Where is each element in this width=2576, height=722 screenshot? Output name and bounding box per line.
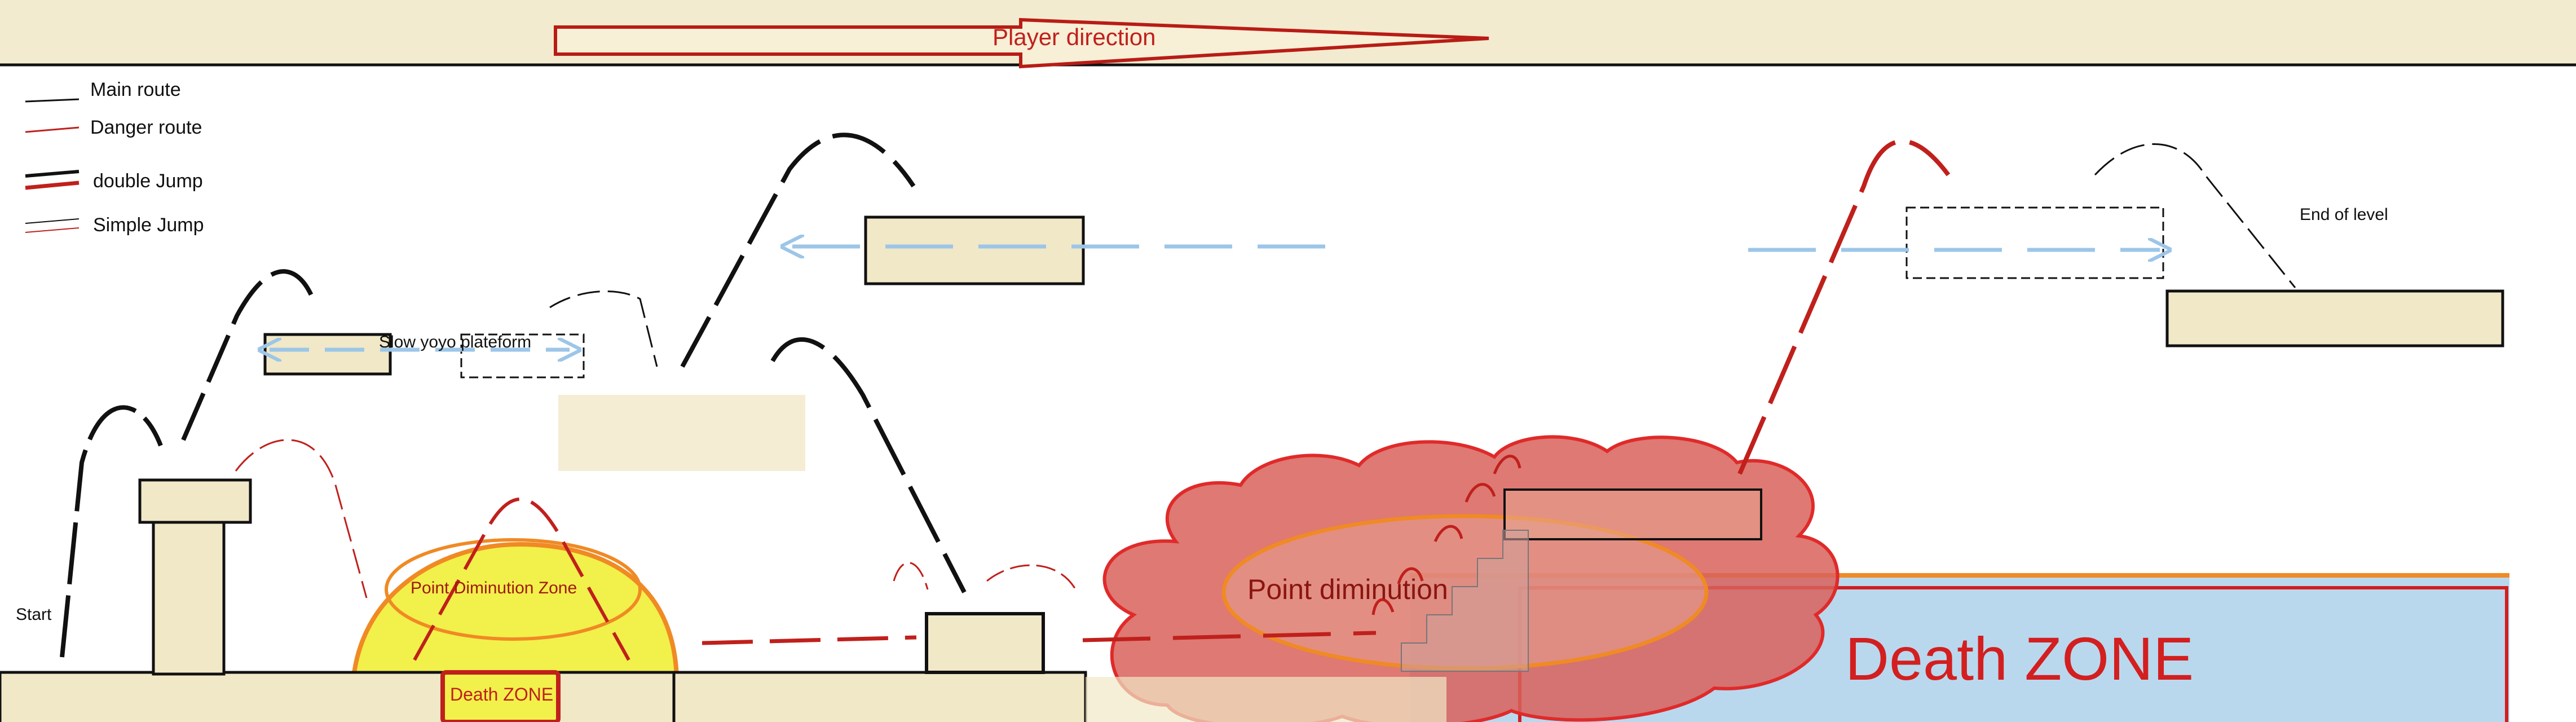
legend-danger-route-label: Danger route xyxy=(90,117,202,138)
player-direction-label: Player direction xyxy=(993,24,1156,50)
main-route-big-jump xyxy=(680,133,916,368)
danger-route-flat-2 xyxy=(1082,631,1377,642)
legend-danger-route-swatch xyxy=(25,126,80,133)
staircase xyxy=(1401,530,1529,672)
death-zone-large-label: Death ZONE xyxy=(1845,624,2194,693)
slow-yoyo-platform-label: Slow yoyo plateform xyxy=(379,333,532,351)
ground-right-edge xyxy=(1086,677,1446,722)
ground-left xyxy=(0,671,676,722)
legend-simple-jump-swatch-dark xyxy=(25,218,80,224)
main-route-simple-jump-1 xyxy=(549,290,658,367)
danger-route-yellow-jump xyxy=(413,498,630,661)
legend-double-jump-label: double Jump xyxy=(93,170,203,192)
cloud-platform xyxy=(1503,488,1762,540)
legend-simple-jump-label: Simple Jump xyxy=(93,214,204,236)
legend-simple-jump-swatch-red xyxy=(25,227,80,233)
legend-double-jump-swatch-dark xyxy=(25,170,80,178)
ground-block xyxy=(925,612,1045,674)
player-direction-arrow xyxy=(554,17,1489,69)
point-diminution-label: Point diminution xyxy=(1247,574,1448,605)
upper-moving-platform xyxy=(864,215,1085,285)
ground-middle xyxy=(672,671,1087,722)
main-route-end-jump xyxy=(2094,143,2296,288)
main-route-start-jump xyxy=(60,405,163,658)
start-label: Start xyxy=(16,605,52,624)
danger-route-pillar-jump xyxy=(235,439,368,598)
right-ghost-platform xyxy=(1905,206,2164,279)
danger-route-big-climb xyxy=(1737,139,1951,475)
death-zone-small-label: Death ZONE xyxy=(450,684,554,705)
danger-route-small-hops xyxy=(893,562,1078,593)
death-zone-small-box xyxy=(440,670,561,722)
point-diminution-zone-ellipse xyxy=(385,538,642,641)
main-route-double-jump-1 xyxy=(181,269,315,441)
end-platform xyxy=(2165,289,2504,347)
pillar-column xyxy=(152,508,226,676)
end-of-level-label: End of level xyxy=(2300,205,2388,224)
main-route-descent xyxy=(770,337,967,593)
yoyo-platform-ghost xyxy=(460,333,585,378)
legend-main-route-label: Main route xyxy=(90,79,181,100)
danger-route-flat xyxy=(702,635,917,645)
danger-route-stair-hops xyxy=(1371,455,1521,615)
yoyo-platform-solid xyxy=(263,333,392,376)
legend-double-jump-swatch-red xyxy=(25,180,80,190)
floating-platform-faint xyxy=(558,395,805,471)
point-diminution-zone-label: Point Diminution Zone xyxy=(411,579,577,597)
legend-main-route-swatch xyxy=(25,98,80,103)
pillar-top-platform xyxy=(138,478,252,524)
